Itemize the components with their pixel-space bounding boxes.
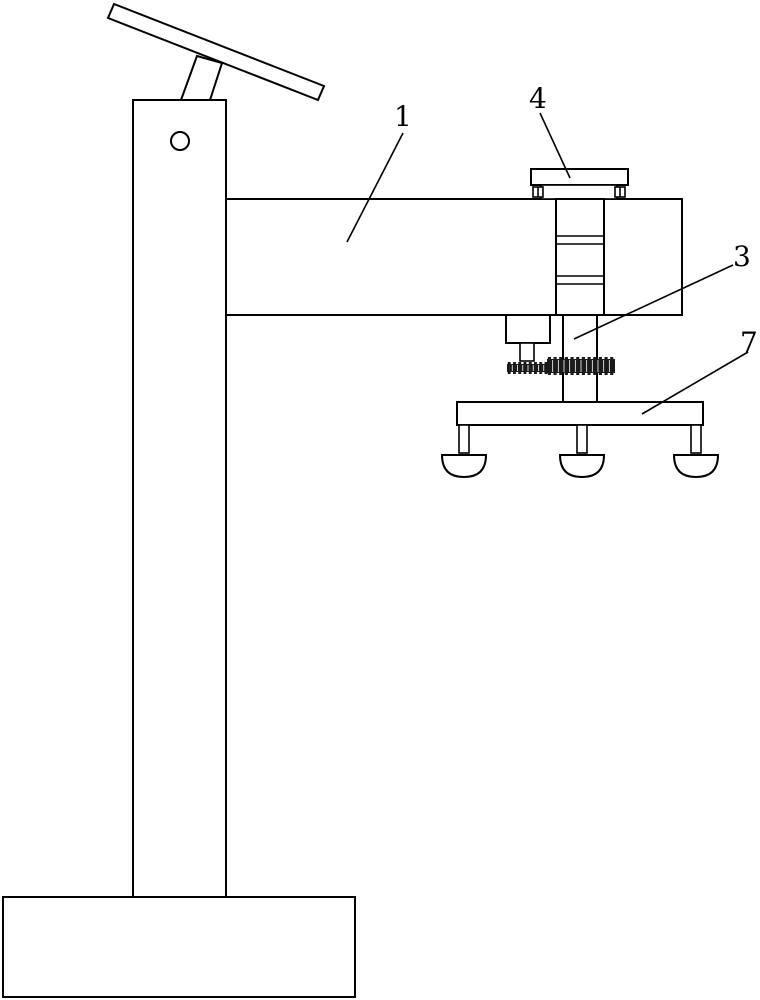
small-gear-tooth <box>513 362 516 374</box>
large-gear-tooth <box>604 357 608 375</box>
motor-output-shaft <box>519 342 535 362</box>
large-gear <box>547 357 615 375</box>
suction-stem-middle <box>576 424 588 454</box>
solar-panel-plate <box>106 2 326 102</box>
small-gear-tooth <box>544 362 548 374</box>
suction-cup-left <box>440 454 488 479</box>
suction-cup-middle <box>558 454 606 479</box>
large-gear-tooth <box>547 357 551 375</box>
large-gear-tooth <box>610 357 614 375</box>
large-gear-tooth <box>593 357 597 375</box>
pivot-hole <box>170 131 190 151</box>
large-gear-tooth <box>587 357 591 375</box>
horizontal-arm <box>225 198 683 316</box>
small-gear-tooth <box>539 362 543 374</box>
callout-1-leader <box>346 132 404 243</box>
large-gear-tooth <box>581 357 585 375</box>
bearing-ring <box>540 184 618 200</box>
small-gear-tooth <box>523 362 527 374</box>
large-gear-tooth <box>553 357 557 375</box>
callout-7-label: 7 <box>740 326 758 359</box>
suction-cup-right <box>672 454 720 479</box>
rotating-shaft <box>562 314 598 403</box>
drive-motor <box>505 314 551 344</box>
panel-support-strut <box>179 54 224 101</box>
small-gear-tooth <box>528 362 532 374</box>
large-gear-tooth <box>570 357 574 375</box>
suction-stem-right <box>690 424 702 454</box>
small-gear-tooth <box>518 362 522 374</box>
callout-4-leader <box>539 112 571 179</box>
callout-4-label: 4 <box>529 82 547 115</box>
top-cap-plate <box>530 168 629 186</box>
large-gear-tooth <box>564 357 568 375</box>
large-gear-tooth <box>576 357 580 375</box>
callout-1-label: 1 <box>394 100 412 133</box>
callout-3-label: 3 <box>733 240 751 273</box>
callout-3-leader <box>573 264 734 340</box>
large-gear-tooth <box>598 357 602 375</box>
vertical-column <box>132 99 227 898</box>
base-block <box>2 896 356 998</box>
telescopic-shaft <box>555 198 605 316</box>
suction-crossbar <box>456 401 704 426</box>
large-gear-tooth <box>559 357 563 375</box>
small-gear-tooth <box>534 362 537 374</box>
small-gear <box>507 362 549 374</box>
small-gear-tooth <box>507 362 511 374</box>
callout-7-leader <box>641 351 749 415</box>
suction-stem-left <box>458 424 470 454</box>
